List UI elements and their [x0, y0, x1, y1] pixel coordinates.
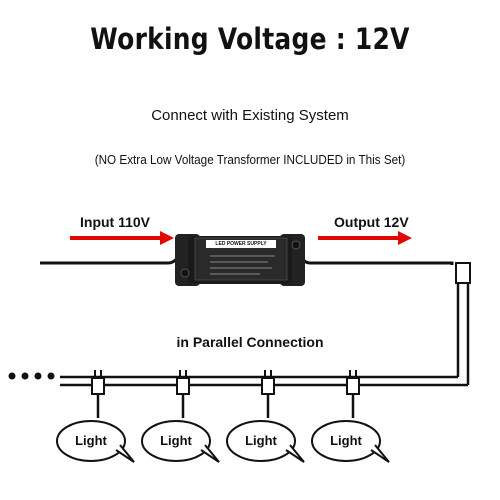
light-label: Light — [245, 433, 277, 448]
input-arrow — [70, 231, 174, 245]
output-arrow — [318, 231, 412, 245]
input-label: Input 110V — [80, 214, 151, 230]
note: (NO Extra Low Voltage Transformer INCLUD… — [94, 152, 406, 167]
input-wire — [40, 254, 185, 265]
continuation-dots — [8, 372, 55, 380]
output-wire — [295, 254, 454, 265]
psu-label: LED POWER SUPPLY — [215, 241, 267, 247]
page-title: Working Voltage : 12V — [90, 22, 410, 56]
light-label: Light — [160, 433, 192, 448]
light-drop-2 — [141, 370, 220, 463]
light-drop-3 — [226, 370, 305, 463]
subtitle: Connect with Existing System — [151, 107, 349, 124]
parallel-label: in Parallel Connection — [176, 334, 324, 350]
power-supply — [175, 234, 305, 286]
terminal-block — [455, 262, 471, 284]
light-label: Light — [330, 433, 362, 448]
output-label: Output 12V — [334, 214, 409, 230]
light-drop-4 — [311, 370, 390, 463]
light-label: Light — [75, 433, 107, 448]
light-drop-1 — [56, 370, 135, 463]
